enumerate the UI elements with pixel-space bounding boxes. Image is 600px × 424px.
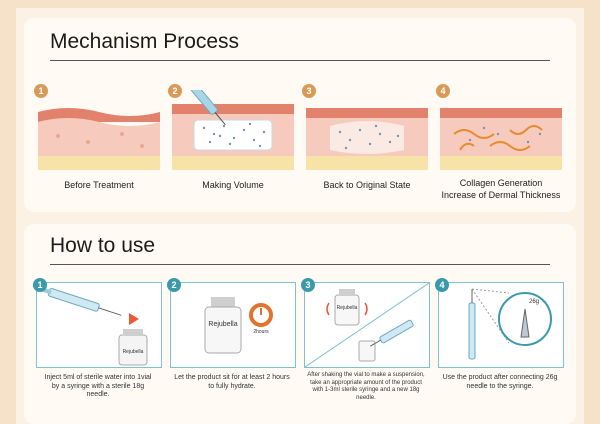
needle-gauge-label: 26g bbox=[529, 299, 540, 305]
hours-label: 2hours bbox=[253, 329, 269, 335]
mechanism-step-3: 3 Back to Original State bbox=[302, 84, 428, 190]
step-caption: Making Volume bbox=[202, 180, 264, 190]
step-caption: Use the product after connecting 26g nee… bbox=[442, 374, 558, 390]
mechanism-divider bbox=[50, 60, 550, 61]
shake-and-draw-illustration bbox=[304, 282, 430, 368]
vial-label: Rejubella bbox=[208, 321, 238, 328]
step-number-badge: 4 bbox=[435, 278, 449, 292]
step-number-badge: 1 bbox=[33, 278, 47, 292]
step-number-badge: 2 bbox=[168, 84, 182, 98]
vial-label: Rejubella bbox=[336, 305, 358, 311]
step-caption: Let the product sit for at least 2 hours… bbox=[174, 374, 290, 390]
step-caption: Back to Original State bbox=[323, 180, 411, 190]
mechanism-step-2: 2 Making Volume bbox=[168, 84, 294, 190]
step-illustration-box: 26g bbox=[438, 282, 564, 368]
step-caption-line-1: Collagen Generation bbox=[459, 178, 543, 188]
step-caption-line-2: Increase of Dermal Thickness bbox=[441, 190, 561, 200]
mechanism-step-4: 4 Collagen Generation Increase of Dermal… bbox=[436, 84, 562, 200]
howto-divider bbox=[50, 264, 550, 265]
step-caption: Before Treatment bbox=[64, 180, 134, 190]
skin-original-state-illustration bbox=[306, 108, 428, 170]
step-caption: Inject 5ml of sterile water into 1vial b… bbox=[44, 374, 152, 398]
vial-resting-illustration bbox=[204, 297, 273, 354]
howto-panel: How to use Rejubella 1 Inject 5ml of ste… bbox=[24, 224, 576, 424]
needle-connection-illustration bbox=[468, 288, 552, 360]
skin-before-illustration bbox=[38, 108, 160, 170]
mechanism-step-1: 1 Before Treatment bbox=[34, 84, 160, 190]
step-illustration-box: Rejubella bbox=[304, 282, 430, 368]
howto-title: How to use bbox=[50, 234, 156, 257]
step-number-badge: 2 bbox=[167, 278, 181, 292]
skin-volume-illustration bbox=[172, 84, 294, 170]
step-number-badge: 3 bbox=[302, 84, 316, 98]
mechanism-panel: Mechanism Process 1 Before Treatment bbox=[24, 18, 576, 212]
step-caption: After shaking the vial to make a suspens… bbox=[307, 372, 425, 401]
step-illustration-box: Rejubella 2hours bbox=[170, 282, 296, 368]
mechanism-title: Mechanism Process bbox=[50, 30, 240, 53]
step-number-badge: 3 bbox=[301, 278, 315, 292]
step-number-badge: 1 bbox=[34, 84, 48, 98]
vial-label: Rejubella bbox=[122, 349, 144, 355]
step-number-badge: 4 bbox=[436, 84, 450, 98]
syringe-injecting-vial-illustration bbox=[40, 287, 148, 366]
step-illustration-box: Rejubella bbox=[36, 282, 162, 368]
collagen-generation-illustration bbox=[440, 108, 562, 170]
